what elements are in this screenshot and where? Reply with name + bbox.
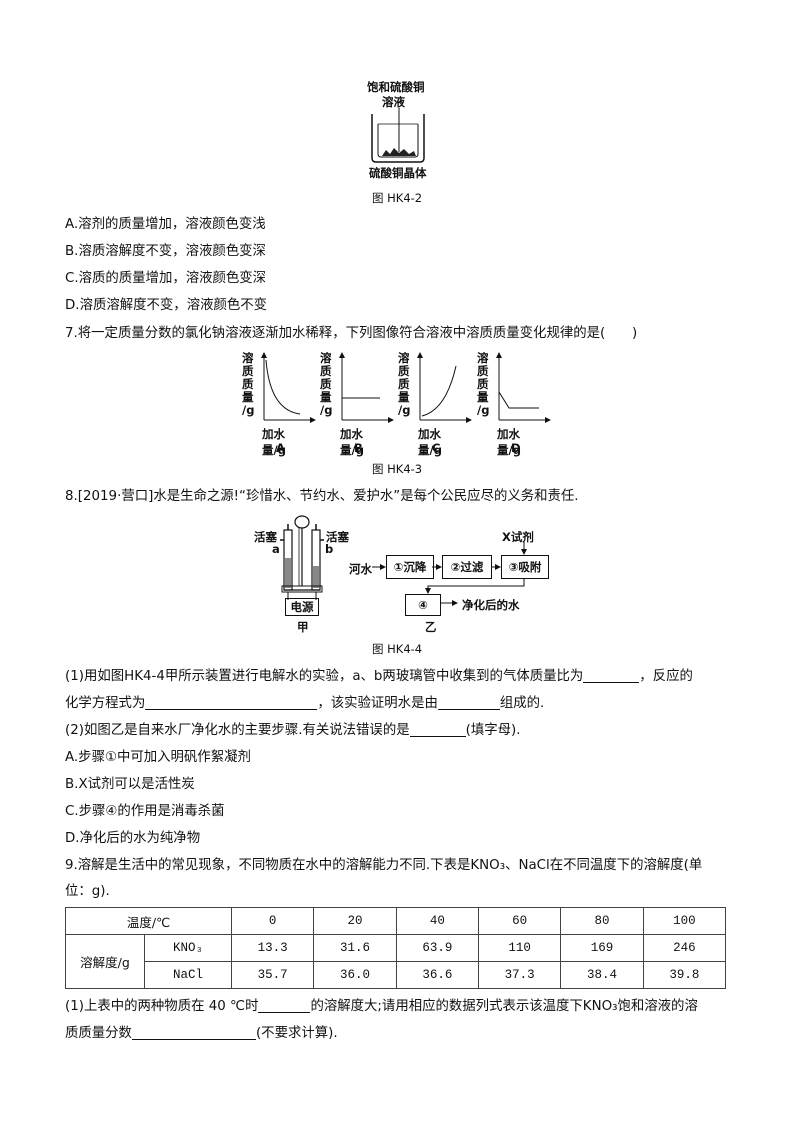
crystal-deposit bbox=[382, 148, 416, 156]
solubility-cell: 13.3 bbox=[230, 934, 315, 962]
solubility-cell: 36.6 bbox=[395, 961, 479, 989]
solubility-cell: 36.0 bbox=[313, 961, 397, 989]
beaker-figure bbox=[371, 108, 425, 163]
temp-cell: 100 bbox=[642, 907, 727, 935]
solubility-cell: 37.3 bbox=[477, 961, 562, 989]
q8-stem: 8.[2019·营口]水是生命之源!“珍惜水、节约水、爱护水”是每个公民应尽的义… bbox=[65, 489, 579, 504]
q8-caption: 图 HK4-4 bbox=[372, 642, 423, 656]
answer-blank-substance[interactable] bbox=[258, 998, 311, 1013]
fig-yi-name: 乙 bbox=[425, 620, 437, 634]
electrolysis-apparatus bbox=[280, 515, 324, 600]
step4-label: ④ bbox=[418, 598, 428, 612]
table-row-nacl: NaCl 35.7 36.0 36.6 37.3 38.4 39.8 bbox=[66, 961, 727, 989]
solubility-row-label: 溶解度/g bbox=[65, 934, 145, 989]
temp-header: 温度/℃ bbox=[65, 907, 232, 935]
q9-part1-line2: 质质量分数(不要求计算). bbox=[65, 1025, 338, 1041]
solution-level bbox=[377, 124, 419, 158]
solubility-cell: 38.4 bbox=[560, 961, 644, 989]
solubility-cell: 246 bbox=[642, 934, 727, 962]
power-box: 电源 bbox=[285, 598, 319, 616]
solubility-cell: 63.9 bbox=[395, 934, 479, 962]
step4-box: ④ bbox=[405, 594, 441, 616]
step3-box: ③吸附 bbox=[501, 555, 549, 579]
answer-blank-equation[interactable] bbox=[145, 695, 318, 710]
q8-option-d: D.净化后的水为纯净物 bbox=[65, 831, 201, 846]
q6-option-b: B.溶质溶解度不变，溶液颜色变深 bbox=[65, 244, 266, 259]
table-row-kno3: 溶解度/g KNO₃ 13.3 31.6 63.9 110 169 246 bbox=[65, 934, 727, 989]
q9-stem-line1: 9.溶解是生活中的常见现象，不同物质在水中的溶解能力不同.下表是KNO₃、NaC… bbox=[65, 858, 703, 873]
graph-letter-b: B bbox=[354, 441, 363, 455]
temp-cell: 80 bbox=[560, 907, 644, 935]
q8-option-a: A.步骤①中可加入明矾作絮凝剂 bbox=[65, 750, 251, 765]
beaker-outline bbox=[371, 114, 425, 163]
solubility-cell: 35.7 bbox=[230, 961, 315, 989]
solubility-cell: 169 bbox=[560, 934, 644, 962]
fig2-label-top2: 溶液 bbox=[382, 95, 405, 109]
q6-option-a: A.溶剂的质量增加，溶液颜色变浅 bbox=[65, 217, 266, 232]
table-row-header: 温度/℃ 0 20 40 60 80 100 bbox=[65, 907, 727, 935]
solubility-table: 温度/℃ 0 20 40 60 80 100 溶解度/g KNO₃ 13.3 3… bbox=[65, 907, 727, 989]
graph-letter-a: A bbox=[276, 441, 285, 455]
substance-name: NaCl bbox=[144, 961, 232, 989]
q7-caption: 图 HK4-3 bbox=[372, 462, 423, 476]
answer-blank-choice[interactable] bbox=[409, 722, 466, 737]
solubility-cell: 31.6 bbox=[313, 934, 397, 962]
fig2-label-bottom: 硫酸铜晶体 bbox=[369, 166, 427, 180]
q6-option-d: D.溶质溶解度不变，溶液颜色不变 bbox=[65, 298, 268, 313]
step1-label: ①沉降 bbox=[393, 560, 427, 574]
substance-name: KNO₃ bbox=[144, 934, 232, 962]
step3-label: ③吸附 bbox=[508, 560, 542, 574]
valve-right-label: 活塞 bbox=[326, 530, 349, 544]
q6-option-c: C.溶质的质量增加，溶液颜色变深 bbox=[65, 271, 267, 286]
q9-stem-line2: 位：g). bbox=[65, 884, 110, 899]
power-label: 电源 bbox=[290, 600, 314, 614]
temp-cell: 20 bbox=[313, 907, 397, 935]
fig-jia-name: 甲 bbox=[297, 620, 309, 634]
fig2-label-top1: 饱和硫酸铜 bbox=[367, 80, 425, 94]
output-label: 净化后的水 bbox=[462, 598, 520, 612]
q8-part2: (2)如图乙是自来水厂净化水的主要步骤.有关说法错误的是(填字母). bbox=[65, 722, 521, 738]
solubility-cell: 39.8 bbox=[642, 961, 727, 989]
q8-option-c: C.步骤④的作用是消毒杀菌 bbox=[65, 804, 225, 819]
answer-blank-fraction[interactable] bbox=[131, 1025, 256, 1040]
q9-part1-line1: (1)上表中的两种物质在 40 ℃时的溶解度大;请用相应的数据列式表示该温度下K… bbox=[65, 998, 698, 1014]
q8-part1-line2: 化学方程式为，该实验证明水是由组成的. bbox=[65, 695, 545, 711]
fig2-caption: 图 HK4-2 bbox=[372, 191, 423, 205]
answer-blank-elements[interactable] bbox=[437, 695, 500, 710]
solubility-cell: 110 bbox=[477, 934, 562, 962]
q7-stem: 7.将一定质量分数的氯化钠溶液逐渐加水稀释，下列图像符合溶液中溶质质量变化规律的… bbox=[65, 326, 638, 341]
tube-a-label: a bbox=[272, 542, 280, 556]
q8-part1-line1: (1)用如图HK4-4甲所示装置进行电解水的实验，a、b两玻璃管中收集到的气体质… bbox=[65, 668, 693, 684]
step2-label: ②过滤 bbox=[450, 560, 484, 574]
reagent-label: X试剂 bbox=[502, 530, 534, 544]
temp-cell: 60 bbox=[477, 907, 562, 935]
answer-blank-mass-ratio[interactable] bbox=[583, 668, 640, 683]
graph-letter-c: C bbox=[432, 441, 441, 455]
valve-left-label: 活塞 bbox=[254, 530, 277, 544]
temp-cell: 0 bbox=[230, 907, 315, 935]
graph-letter-d: D bbox=[511, 441, 521, 455]
step1-box: ①沉降 bbox=[386, 555, 434, 579]
river-label: 河水 bbox=[349, 562, 372, 576]
step2-box: ②过滤 bbox=[442, 555, 492, 579]
temp-cell: 40 bbox=[395, 907, 479, 935]
tube-b-label: b bbox=[325, 542, 334, 556]
q8-option-b: B.X试剂可以是活性炭 bbox=[65, 777, 195, 792]
